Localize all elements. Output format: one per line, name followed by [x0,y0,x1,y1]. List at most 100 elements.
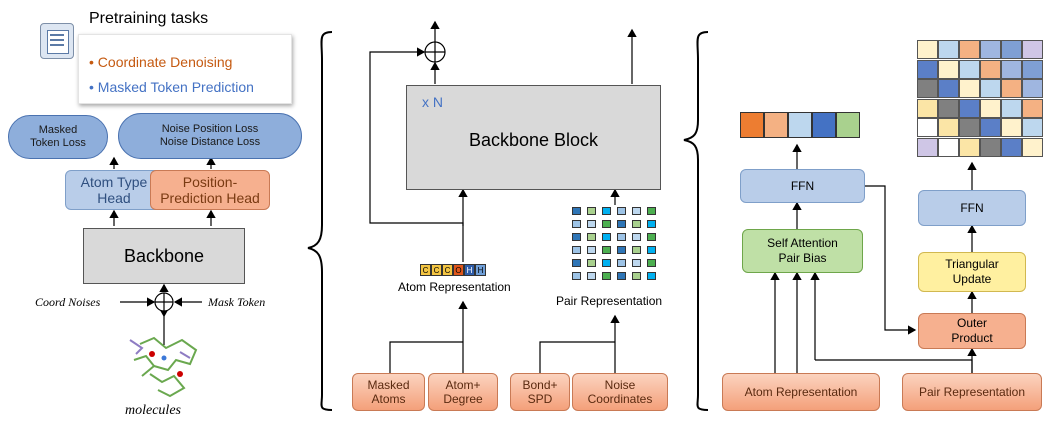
pair-representation-input: Pair Representation [902,373,1042,411]
pair-output-cell [1022,118,1043,138]
pair-grid-cell [572,233,581,241]
atom-token: O [453,264,464,276]
pair-output-grid [917,40,1043,158]
pair-output-cell [1001,138,1022,157]
pair-output-cell [980,59,1001,79]
output-cell [812,112,836,138]
input-noise-coordinates: Noise Coordinates [572,373,668,411]
atom-token: C [431,264,442,276]
backbone-block: x N Backbone Block [406,85,661,190]
pair-output-cell [1022,79,1043,99]
pair-grid-cell [587,233,596,241]
pair-grid-cell [647,246,656,254]
atom-type-head: Atom Type Head [65,170,163,210]
self-attention-pair-bias: Self Attention Pair Bias [742,229,863,273]
pair-output-cell [938,79,959,99]
output-cell [740,112,764,138]
pair-grid-cell [587,246,596,254]
pair-grid-cell [602,246,611,254]
pair-output-cell [1022,138,1043,157]
pair-grid-cell [602,220,611,228]
pair-grid [572,207,662,287]
pair-grid-cell [632,259,641,267]
atom-token-strip: C C C O H H [420,264,486,276]
outer-product: Outer Product [918,313,1026,349]
pair-output-cell [1001,59,1022,79]
pair-output-cell [938,138,959,157]
pair-grid-cell [572,246,581,254]
pair-output-cell [1001,79,1022,99]
pair-output-cell [980,118,1001,138]
pair-grid-cell [572,272,581,280]
pair-grid-cell [632,272,641,280]
ffn-left: FFN [740,169,865,203]
coord-noises-label: Coord Noises [35,295,101,309]
pair-grid-cell [602,207,611,215]
pair-grid-cell [647,272,656,280]
pair-grid-cell [647,233,656,241]
input-bond-spd: Bond+ SPD [510,373,570,411]
pair-output-cell [938,118,959,138]
pair-output-cell [959,138,980,157]
pair-output-cell [938,59,959,79]
output-cell [764,112,788,138]
pair-output-cell [1022,59,1043,79]
pair-grid-cell [572,207,581,215]
pair-grid-cell [647,259,656,267]
pair-output-cell [917,118,938,138]
atom-token: H [464,264,475,276]
pair-grid-cell [617,233,626,241]
atom-token: C [420,264,431,276]
tasks-icon [40,23,74,59]
pair-output-cell [917,59,938,79]
pair-output-cell [1001,40,1022,59]
pair-output-cell [959,118,980,138]
pair-grid-cell [632,220,641,228]
pair-output-cell [917,40,938,59]
pair-grid-cell [602,272,611,280]
triangular-update: Triangular Update [918,252,1026,292]
pair-output-cell [917,98,938,118]
attention-output-strip [740,112,860,138]
pair-output-cell [938,98,959,118]
pair-grid-cell [647,220,656,228]
pair-grid-cell [632,233,641,241]
pair-grid-cell [617,272,626,280]
pair-output-cell [980,98,1001,118]
pair-representation-label: Pair Representation [556,294,663,308]
atom-representation-input: Atom Representation [722,373,880,411]
pair-grid-cell [617,259,626,267]
pair-grid-cell [572,259,581,267]
pair-output-cell [959,59,980,79]
repeat-label: x N [422,94,443,110]
task-coordinate-denoising: • Coordinate Denoising [89,54,233,70]
pair-grid-cell [587,220,596,228]
ffn-right: FFN [918,190,1026,226]
pair-grid-cell [602,259,611,267]
pair-grid-cell [587,207,596,215]
pair-output-cell [980,138,1001,157]
output-cell [788,112,812,138]
pair-output-cell [1001,118,1022,138]
pair-grid-cell [587,259,596,267]
task-masked-token-prediction: • Masked Token Prediction [89,79,254,95]
pair-output-cell [959,98,980,118]
pair-grid-cell [617,246,626,254]
pair-grid-cell [587,272,596,280]
pair-grid-cell [602,233,611,241]
cloud-noise-loss: Noise Position Loss Noise Distance Loss [118,113,302,159]
pair-grid-cell [647,207,656,215]
atom-token: H [475,264,486,276]
pretraining-title: Pretraining tasks [89,10,209,27]
pair-output-cell [917,79,938,99]
pair-grid-cell [617,220,626,228]
pair-output-cell [1022,98,1043,118]
pair-output-cell [1022,40,1043,59]
pair-output-cell [938,40,959,59]
pair-output-cell [917,138,938,157]
backbone-box: Backbone [83,228,245,284]
output-cell [836,112,860,138]
pair-grid-cell [572,220,581,228]
pair-output-cell [1001,98,1022,118]
